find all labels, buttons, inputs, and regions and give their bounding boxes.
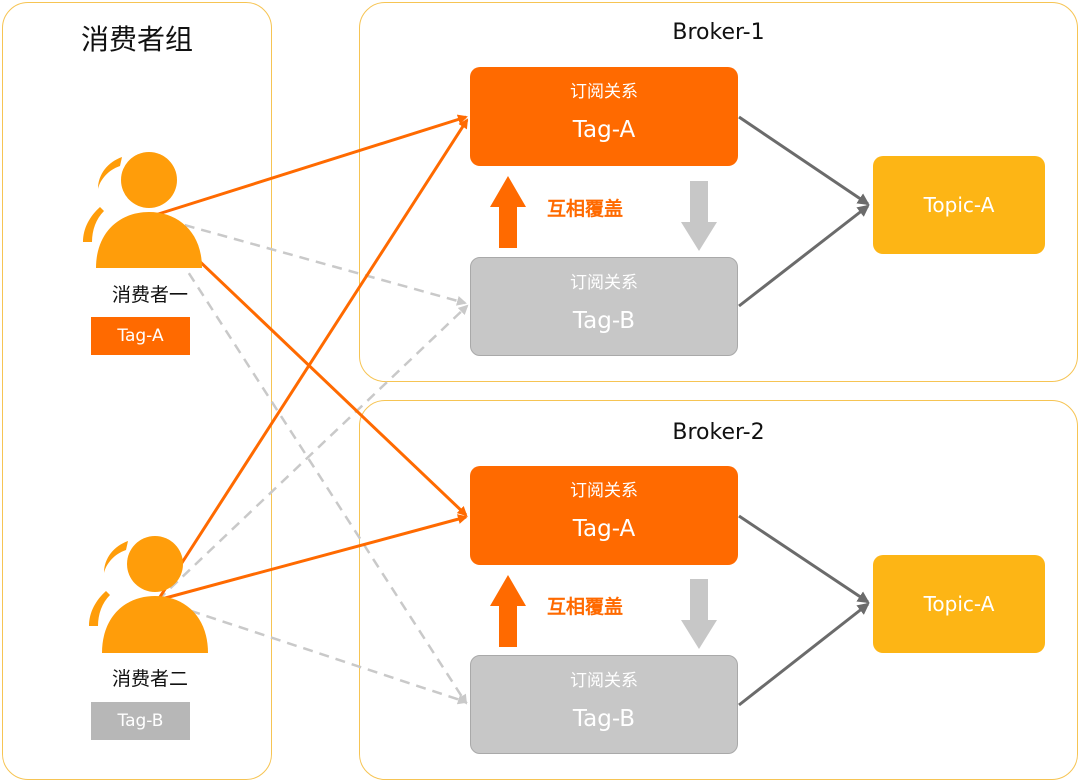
user-icon — [83, 152, 202, 268]
broker-1-subscription-tag-a: 订阅关系 Tag-A — [470, 67, 738, 166]
consumer-2-tag: Tag-B — [91, 702, 190, 740]
consumer-1-tag: Tag-A — [91, 317, 190, 355]
broker-1-subscription-tag-b: 订阅关系 Tag-B — [470, 257, 738, 356]
broker-2-subscription-tag-b: 订阅关系 Tag-B — [470, 655, 738, 754]
consumer-1-to-broker-2-tag-b — [150, 215, 468, 705]
consumer-group-title: 消费者组 — [80, 23, 193, 56]
consumer-1-to-broker-1-tag-a — [151, 114, 468, 218]
user-icon — [89, 536, 208, 653]
subscription-tag: Tag-B — [572, 308, 636, 334]
broker-1-up-arrow — [490, 176, 526, 248]
subscription-tag: Tag-B — [572, 706, 636, 732]
broker-2-overlap-label: 互相覆盖 — [547, 596, 624, 618]
broker-1-overlap-label: 互相覆盖 — [547, 198, 624, 220]
consumer-1-to-broker-1-tag-b — [151, 214, 467, 306]
consumer-2-to-broker-1-tag-b — [157, 304, 469, 601]
consumer-1-name: 消费者一 — [111, 284, 188, 306]
broker-2-title: Broker-2 — [672, 420, 765, 445]
consumer-2-to-broker-2-tag-b — [157, 598, 468, 705]
consumer-2-to-broker-2-tag-a — [157, 514, 468, 602]
subscription-label: 订阅关系 — [570, 671, 638, 691]
broker-1-tag-b-to-topic — [738, 204, 870, 308]
broker-2-topic: Topic-A — [873, 555, 1045, 653]
broker-2-tag-b-to-topic — [738, 602, 870, 707]
consumer-2-to-broker-1-tag-a — [156, 118, 469, 601]
broker-2-subscription-tag-a: 订阅关系 Tag-A — [470, 466, 738, 565]
subscription-tag: Tag-A — [572, 516, 636, 542]
broker-1-title: Broker-1 — [672, 20, 765, 45]
consumer-2-name: 消费者二 — [111, 668, 188, 690]
subscription-label: 订阅关系 — [570, 82, 638, 102]
dashed-connectors — [150, 214, 469, 705]
topic-connectors — [738, 115, 870, 707]
broker-1-down-arrow — [681, 181, 717, 251]
subscription-label: 订阅关系 — [570, 273, 638, 293]
subscription-tag: Tag-A — [572, 117, 636, 143]
broker-2-down-arrow — [681, 579, 717, 649]
broker-2-up-arrow — [490, 575, 526, 647]
broker-1-tag-a-to-topic — [738, 115, 870, 206]
orange-connectors — [150, 114, 469, 602]
subscription-label: 订阅关系 — [570, 481, 638, 501]
broker-1-topic: Topic-A — [873, 156, 1045, 254]
broker-2-tag-a-to-topic — [738, 514, 870, 604]
